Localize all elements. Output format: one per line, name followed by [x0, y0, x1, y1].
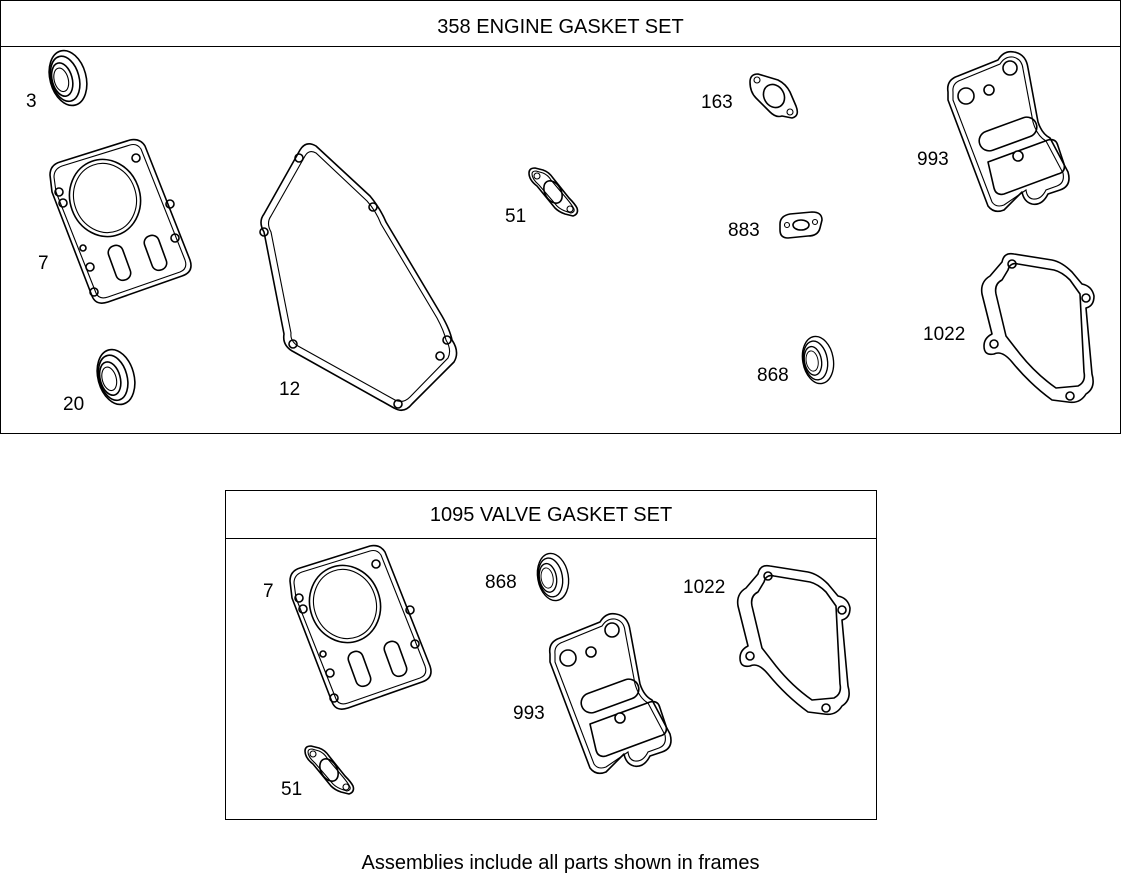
valve-part-label-868: 868: [485, 572, 517, 593]
part-20-oil-seal: [90, 344, 142, 410]
valve-part-7-head-gasket: [289, 544, 432, 710]
part-label-993: 993: [917, 149, 949, 170]
part-label-3: 3: [26, 91, 37, 112]
part-1022-valve-cover-gasket: [980, 252, 1095, 404]
part-label-7: 7: [38, 253, 49, 274]
part-883-gasket: [779, 211, 823, 239]
valve-gasket-set-title: 1095 VALVE GASKET SET: [226, 491, 876, 539]
valve-part-1022-valve-cover-gasket: [736, 564, 851, 716]
part-7-head-gasket: [49, 138, 192, 304]
valve-part-label-7: 7: [263, 581, 274, 602]
part-label-868: 868: [757, 365, 789, 386]
part-3-oil-seal: [42, 45, 94, 111]
valve-gasket-set-frame: 1095 VALVE GASKET SET: [225, 490, 877, 820]
part-868-valve-seal: [798, 333, 838, 387]
part-label-12: 12: [279, 379, 300, 400]
valve-part-51-intake-gasket: [304, 745, 355, 795]
part-993-breather-gasket: [946, 50, 1070, 213]
part-163-carburetor-gasket: [749, 73, 799, 119]
valve-part-868-valve-seal: [533, 550, 573, 604]
valve-part-label-51: 51: [281, 779, 302, 800]
part-label-1022: 1022: [923, 324, 965, 345]
part-label-51: 51: [505, 206, 526, 227]
part-label-20: 20: [63, 394, 84, 415]
part-label-883: 883: [728, 220, 760, 241]
footer-note: Assemblies include all parts shown in fr…: [361, 852, 760, 874]
valve-part-label-993: 993: [513, 703, 545, 724]
part-label-163: 163: [701, 92, 733, 113]
part-51-intake-gasket: [528, 167, 579, 217]
valve-part-label-1022: 1022: [683, 577, 725, 598]
valve-part-993-breather-gasket: [548, 612, 672, 775]
part-12-crankcase-gasket: [259, 142, 458, 412]
engine-gasket-set-title: 358 ENGINE GASKET SET: [1, 1, 1120, 47]
